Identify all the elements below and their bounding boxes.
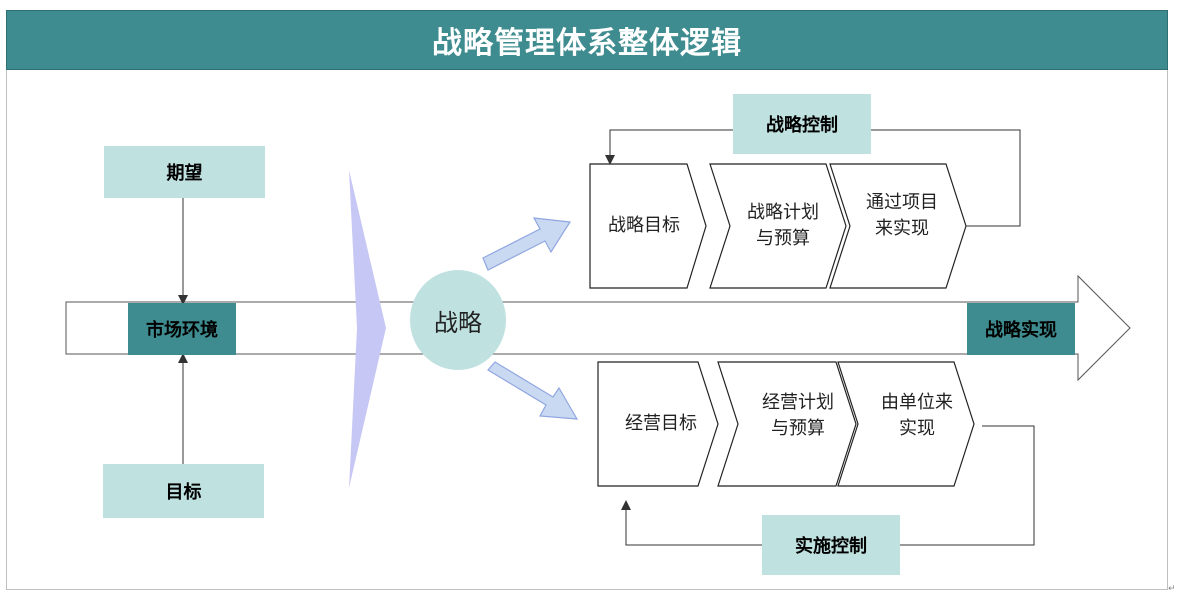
goal-box: 目标	[103, 464, 264, 518]
chevron-unit-realize	[837, 361, 975, 487]
strategy-control-loop	[605, 129, 1021, 227]
strategy-realization-box: 战略实现	[967, 303, 1075, 355]
strategy-control-box: 战略控制	[733, 94, 871, 154]
project-realize-label: 通过项目 来实现	[866, 191, 938, 239]
wedge-separator	[349, 170, 386, 488]
page-title: 战略管理体系整体逻辑	[6, 10, 1168, 70]
strategy-label: 战略	[434, 308, 482, 337]
market-environment-box: 市场环境	[128, 303, 236, 355]
up-right-arrow	[482, 217, 572, 271]
chevron-strategy-goal	[589, 163, 707, 289]
implementation-control-loop	[621, 425, 1035, 546]
paragraph-mark: ↵	[1168, 584, 1176, 594]
chevron-business-plan	[717, 361, 857, 487]
business-plan-label: 经营计划 与预算	[762, 391, 834, 439]
chevron-project-realize	[829, 163, 967, 289]
chevron-business-goal	[597, 361, 719, 487]
down-right-arrow	[487, 361, 579, 420]
strategy-goal-label: 战略目标	[608, 214, 680, 236]
business-goal-label: 经营目标	[625, 412, 697, 434]
strategy-circle	[410, 270, 506, 370]
strategy-plan-label: 战略计划 与预算	[747, 201, 819, 249]
implementation-control-box: 实施控制	[762, 515, 900, 575]
expectation-box: 期望	[104, 146, 265, 198]
chevron-strategy-plan	[709, 163, 847, 289]
unit-realize-label: 由单位来 实现	[881, 391, 953, 439]
